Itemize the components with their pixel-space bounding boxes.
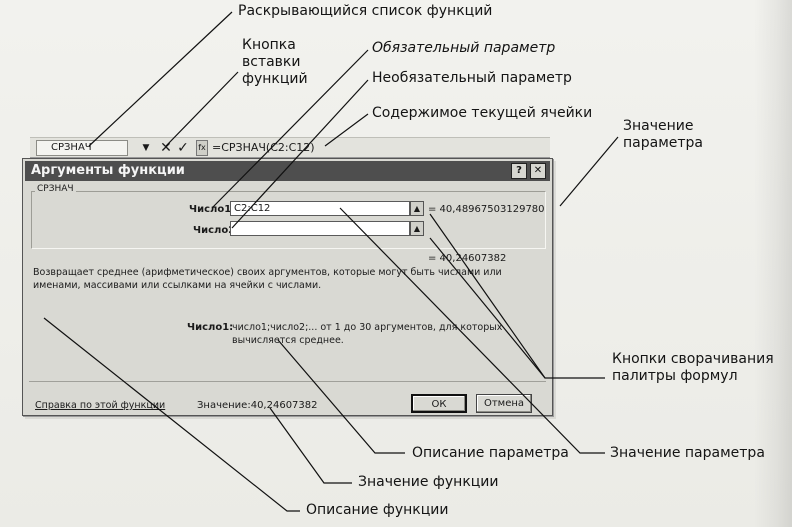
ok-button[interactable]: ОК: [411, 394, 467, 413]
callout-parameter-value-bottom: Значение параметра: [610, 445, 765, 461]
callout-function-description: Описание функции: [306, 502, 449, 518]
insert-function-icon[interactable]: fx: [196, 140, 208, 156]
arg-label-number1: Число1: [189, 204, 232, 215]
dialog-title: Аргументы функции: [31, 163, 185, 178]
callout-collapse-buttons: Кнопки сворачивания палитры формул: [612, 351, 774, 384]
function-total-result: = 40,24607382: [428, 253, 507, 264]
dialog-titlebar[interactable]: Аргументы функции ? ✕: [25, 161, 550, 181]
function-value: Значение:40,24607382: [197, 400, 318, 412]
function-arguments-dialog: Аргументы функции ? ✕ СРЗНАЧ Число1 C2:C…: [22, 158, 553, 416]
cancel-formula-icon[interactable]: ✕: [160, 140, 172, 156]
cancel-button[interactable]: Отмена: [476, 394, 532, 413]
parameter-name: Число1:: [187, 322, 234, 333]
callout-parameter-value-top: Значение параметра: [623, 118, 703, 151]
group-label: СРЗНАЧ: [35, 183, 76, 195]
callout-parameter-description: Описание параметра: [412, 445, 569, 461]
name-box[interactable]: СРЗНАЧ: [36, 140, 128, 156]
arg-input-number2[interactable]: [230, 221, 410, 236]
callout-optional-parameter: Необязательный параметр: [372, 70, 572, 86]
callout-cell-contents: Содержимое текущей ячейки: [372, 105, 593, 121]
collapse-dialog-icon[interactable]: ▲: [410, 221, 424, 236]
close-icon[interactable]: ✕: [530, 163, 546, 179]
bottom-separator: [29, 381, 546, 382]
leader-insert-button: [165, 71, 239, 147]
leader-function-value: [269, 407, 352, 484]
parameter-description: число1;число2;... от 1 до 30 аргументов,…: [232, 322, 503, 346]
help-link[interactable]: Справка по этой функции: [35, 400, 166, 411]
page-edge-shadow: [754, 0, 792, 527]
arguments-group: [31, 191, 546, 249]
callout-required-parameter: Обязательный параметр: [372, 40, 556, 56]
formula-input[interactable]: =СРЗНАЧ(C2:C12): [212, 141, 315, 154]
function-list-dropdown-icon[interactable]: ▼: [142, 143, 150, 153]
function-value-number: 40,24607382: [250, 400, 318, 411]
callout-function-dropdown: Раскрывающийся список функций: [238, 3, 493, 19]
arg-input-number1[interactable]: C2:C12: [230, 201, 410, 216]
leader-parameter-value-top: [559, 136, 619, 207]
function-value-label: Значение:: [197, 400, 251, 411]
arg-value-number1: = 40,48967503129780: [428, 204, 545, 215]
function-description: Возвращает среднее (арифметическое) свои…: [33, 267, 502, 291]
arg-label-number2: Число2: [193, 225, 236, 236]
help-icon[interactable]: ?: [511, 163, 527, 179]
formula-bar: СРЗНАЧ ▼ ✕ ✓ fx =СРЗНАЧ(C2:C12): [30, 137, 550, 158]
collapse-dialog-icon[interactable]: ▲: [410, 201, 424, 216]
callout-insert-button: Кнопка вставки функций: [242, 37, 308, 87]
leader-function-dropdown: [88, 11, 233, 147]
enter-formula-icon[interactable]: ✓: [177, 140, 189, 156]
callout-function-value: Значение функции: [358, 474, 499, 490]
